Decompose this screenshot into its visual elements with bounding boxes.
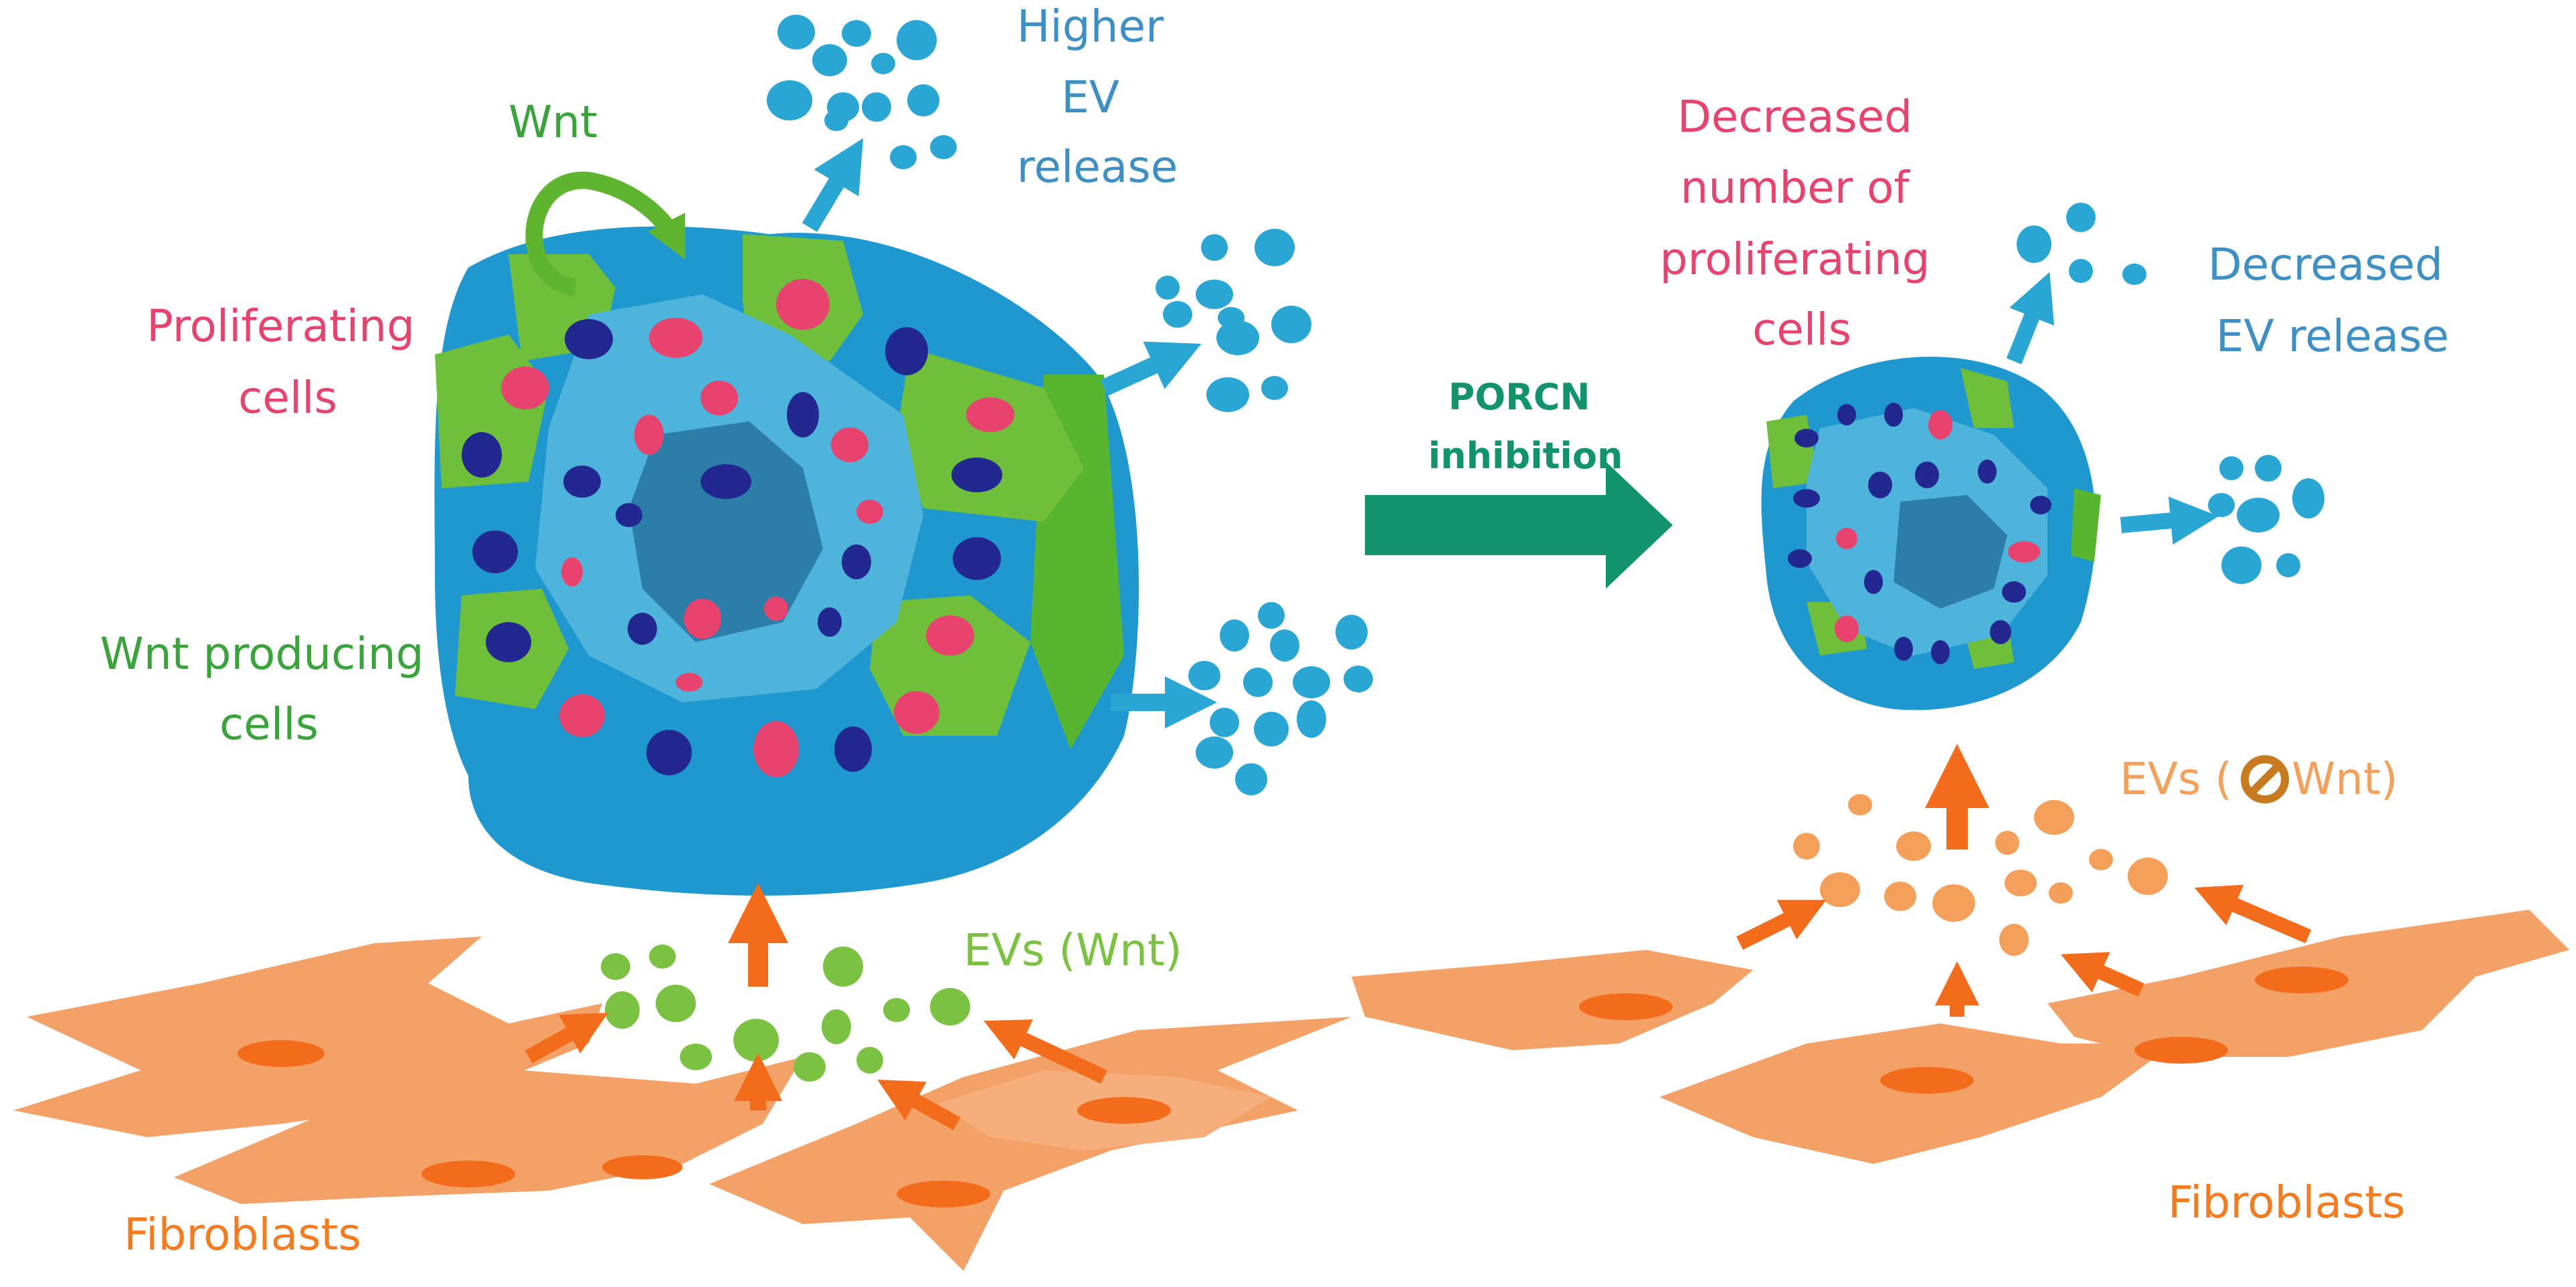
- organoid-large: [434, 226, 1139, 896]
- ev-arrow: [1100, 341, 1202, 396]
- fibroblasts-right-label: Fibroblasts: [2168, 1177, 2405, 1228]
- no-wnt-prohibition-icon: [2241, 755, 2289, 803]
- fibroblast-nucleus: [422, 1161, 515, 1187]
- fibroblast-nucleus: [897, 1181, 990, 1207]
- ev-cluster-bottom-left: [1188, 602, 1373, 795]
- fibroblast-nucleus: [238, 1040, 325, 1067]
- porcn-inhibition-label: PORCN inhibition: [1429, 376, 1623, 477]
- ev-cluster-wnt-green: [601, 945, 970, 1082]
- proliferating-cells-label: Proliferating cells: [147, 300, 429, 423]
- decreased-proliferating-cells-label: Decreased number of proliferating cells: [1660, 91, 1944, 355]
- fibroblast-nucleus: [1880, 1067, 1974, 1094]
- orange-arrows-right: [1736, 744, 2312, 1017]
- evs-wnt-label: EVs (Wnt): [963, 924, 1182, 976]
- fibroblasts-left: [13, 936, 1352, 1271]
- ev-arrow: [802, 138, 864, 232]
- ev-cluster-top-left: [767, 15, 957, 169]
- wnt-autocrine-arrow: [525, 171, 685, 296]
- organoid-small: [1761, 357, 2101, 710]
- fibroblasts-right: [1352, 910, 2569, 1164]
- fibroblast-nucleus: [602, 1155, 682, 1179]
- higher-ev-release-label: Higher EV release: [1017, 1, 1178, 193]
- ev-cluster-no-wnt-orange: [1793, 794, 2168, 956]
- fibroblast-nucleus: [2134, 1037, 2228, 1064]
- wnt-label: Wnt: [509, 96, 597, 148]
- ev-cluster-top-right: [2017, 203, 2146, 285]
- ev-arrow: [2120, 496, 2219, 545]
- fibroblasts-left-label: Fibroblasts: [124, 1209, 361, 1260]
- orange-arrows-left: [525, 883, 1107, 1130]
- evs-no-wnt-label: EVs ( Wnt): [2120, 753, 2398, 805]
- fibroblast-nucleus: [1077, 1097, 1171, 1124]
- porcn-inhibition-arrow: [1365, 462, 1673, 589]
- decreased-ev-release-label: Decreased EV release: [2208, 239, 2457, 362]
- ev-cluster-right: [2208, 455, 2324, 584]
- fibroblast-nucleus: [1579, 993, 1673, 1020]
- wnt-producing-cells-label: Wnt producing cells: [100, 628, 438, 750]
- evs-no-wnt-prefix: EVs (: [2120, 753, 2232, 805]
- fibroblast-nucleus: [2255, 967, 2349, 993]
- ev-cluster-mid-left: [1156, 229, 1311, 412]
- ev-arrow: [2006, 272, 2055, 365]
- evs-no-wnt-suffix: Wnt): [2292, 753, 2398, 805]
